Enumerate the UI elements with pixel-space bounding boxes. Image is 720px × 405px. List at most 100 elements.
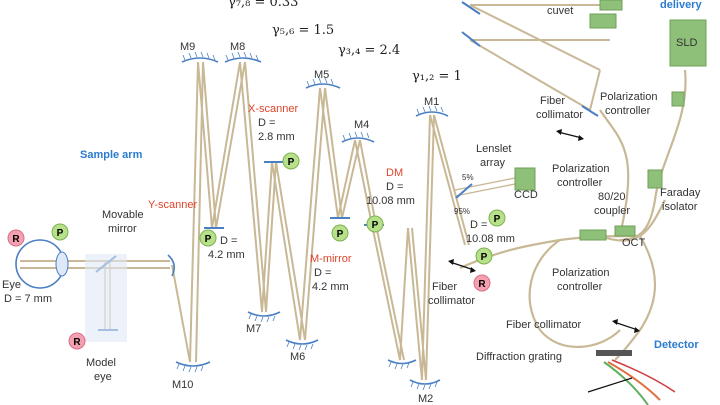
beam-m10-m9 [189,61,199,363]
polarization-controller-mid-2: controller [557,177,603,189]
beam-mm-m4 [337,139,356,219]
spectrum-red-2 [611,359,676,393]
m7-label: M7 [246,323,261,335]
faraday-label-1: Faraday [660,187,701,199]
m10-label: M10 [172,379,193,391]
beam-m5-mm [319,87,339,219]
polarization-controller-top-2: controller [605,105,651,117]
fiber-faraday [599,199,666,242]
mirror-m8 [224,51,262,63]
m4-label: M4 [354,119,369,131]
beam-m5-mmb [324,87,343,219]
m-mirror-d2: 4.2 mm [312,281,349,293]
beam-m4-dmb [359,139,377,226]
badge-p-y: P [199,229,217,247]
oct-label: OCT [622,237,646,249]
lenslet-d2: 10.08 mm [466,233,515,245]
model-eye-1: Model [86,357,116,369]
beam-m2-m1 [421,114,431,381]
dm-label: DM [386,167,403,179]
beam-x-m6 [271,161,301,341]
badge-p-x: P [282,152,300,170]
beam-m7-x [261,161,273,313]
arrow-low [613,321,639,331]
polarization-controller-low-2: controller [557,281,603,293]
fiber-detector [614,235,656,361]
svg-text:P: P [57,228,64,239]
text-labels: γ₇,₈ = 0.33 γ₅,₆ = 1.5 γ₃,₄ = 2.4 γ₁,₂ =… [2,0,702,405]
svg-text:P: P [337,229,344,240]
svg-text:R: R [73,337,81,348]
mirror-m9 [181,51,219,63]
coupler-box [579,229,607,241]
beam-m3-up [399,227,409,361]
svg-text:P: P [481,252,488,263]
fiber-collimator-low: Fiber collimator [506,319,582,331]
beam-dm-m3b [375,224,405,361]
curved-mirrors [167,51,449,391]
diffraction-grating-label: Diffraction grating [476,351,562,363]
gamma-56-label: γ₅,₆ = 1.5 [272,23,334,38]
beam-y-m8 [211,61,241,229]
cuvet-box [589,13,617,29]
beam-y-m8b [215,61,246,229]
diffraction-grating-box [596,350,632,356]
fiber-collimator-mid-1: Fiber [432,281,457,293]
coupler-label-1: 80/20 [598,191,626,203]
polarization-controller-low-1: Polarization [552,267,609,279]
spectrum-green [603,361,649,405]
model-eye-region [85,254,127,342]
mirror-m7 [247,311,281,323]
pol-ctrl-top-box [671,91,685,107]
fiber-collimator-top-2: collimator [536,109,583,121]
eye-d-label: D = 7 mm [4,293,52,305]
beam-m8-m7 [239,61,263,313]
gamma-34-label: γ₃,₄ = 2.4 [338,43,400,58]
svg-text:P: P [205,234,212,245]
ccd-box [514,167,536,191]
components [85,0,707,405]
sample-arm-label: Sample arm [80,149,143,161]
cuvet-mirror-1 [461,1,481,15]
badge-r-eye: R [7,229,25,247]
svg-text:P: P [494,214,501,225]
arrow-mid [449,261,475,271]
cuvet-mirror-3 [581,105,599,117]
polarization-controller-top-1: Polarization [600,91,657,103]
spectrum-red [607,361,661,401]
beam-cuvet-up [589,69,601,111]
beam-m10a [171,264,191,363]
svg-text:R: R [12,234,20,245]
lenslet-label-2: array [480,157,506,169]
m2-label: M2 [418,393,433,405]
mirror-m4 [341,131,375,143]
m1-label: M1 [424,96,439,108]
m5-label: M5 [314,69,329,81]
mirror-m1 [415,105,449,117]
lenslet-d1: D = [470,219,487,231]
beam-m4-dm [354,139,373,226]
mirror-m6 [285,339,319,351]
y-scanner-d1: D = [220,235,237,247]
x-scanner-label: X-scanner [248,103,298,115]
badge-p-m: P [331,224,349,242]
fiber-oct-loop [528,239,621,349]
y-scanner-label: Y-scanner [148,199,197,211]
beam-m6-m5b [304,87,326,341]
beam-m1-splitb [433,114,470,246]
beam-paths [20,4,610,381]
grating-arrow [587,377,633,393]
beam-x-m6b [275,161,306,341]
beam-dm-m3 [371,224,401,361]
beam-to-ccd [454,177,516,191]
beam-m7-xb [265,161,277,313]
coupler-label-2: coupler [594,205,630,217]
eye-label: Eye [2,279,21,291]
m8-label: M8 [230,41,245,53]
gamma-top-label: γ₇,₈ = 0.33 [228,0,298,10]
sld-box [669,19,707,67]
mirror-m10 [175,361,211,373]
fiber-cuvet [599,109,630,236]
